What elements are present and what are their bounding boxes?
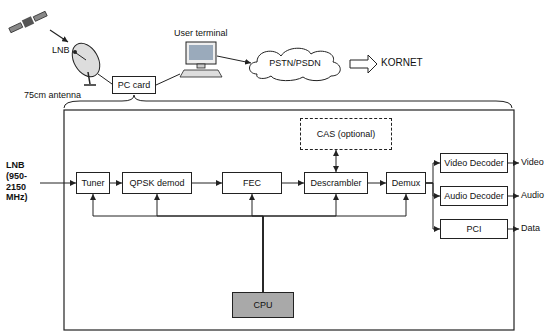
signal-name: LNB (950- 2150 MHz) bbox=[6, 160, 38, 203]
output-name: Data bbox=[521, 223, 540, 234]
downlink-arrow bbox=[50, 30, 68, 42]
input-arrow bbox=[40, 183, 76, 184]
connector bbox=[157, 194, 263, 292]
box-label: CPU bbox=[253, 300, 272, 310]
solar-panel bbox=[9, 23, 23, 33]
connector bbox=[368, 183, 386, 184]
output-arrow bbox=[508, 229, 519, 230]
box-label: Demux bbox=[392, 178, 421, 188]
process-box: FEC bbox=[222, 172, 282, 194]
process-box: Descrambler bbox=[304, 172, 368, 194]
box-label: PSTN/PSDN bbox=[269, 58, 321, 68]
lnb-feed bbox=[73, 50, 77, 54]
cloud-outline bbox=[250, 48, 341, 80]
connector bbox=[110, 183, 122, 184]
connector bbox=[192, 183, 222, 184]
process-box: PC card bbox=[112, 76, 156, 94]
pc-card-outline bbox=[64, 110, 514, 330]
box-label: QPSK demod bbox=[129, 178, 184, 188]
optional-box: CAS (optional) bbox=[300, 118, 392, 150]
process-box: Tuner bbox=[76, 172, 110, 194]
box-label: Tuner bbox=[81, 178, 104, 188]
process-box: QPSK demod bbox=[122, 172, 192, 194]
lnb-arm bbox=[76, 53, 86, 60]
process-box: Video Decoder bbox=[440, 153, 508, 173]
box-label: CAS (optional) bbox=[317, 129, 376, 139]
satellite-icon bbox=[8, 10, 48, 34]
network-name: KORNET bbox=[381, 57, 423, 69]
keyboard bbox=[180, 70, 222, 77]
box-label: Audio Decoder bbox=[444, 191, 504, 201]
cpu-box: CPU bbox=[232, 292, 294, 318]
connector bbox=[252, 194, 263, 292]
network-cloud: PSTN/PSDN bbox=[245, 44, 345, 82]
output-name: Video bbox=[521, 157, 544, 168]
box-label: PCI bbox=[466, 224, 481, 234]
output-name: Audio bbox=[521, 190, 544, 201]
connector bbox=[426, 163, 440, 183]
output-arrow bbox=[508, 163, 519, 164]
process-box: Audio Decoder bbox=[440, 186, 508, 206]
hollow-arrow bbox=[350, 55, 377, 73]
part-name: LNB bbox=[52, 45, 70, 56]
monitor-stand bbox=[197, 64, 205, 68]
connector bbox=[263, 194, 406, 292]
network-arrow bbox=[217, 56, 251, 63]
connector bbox=[263, 194, 336, 292]
cable bbox=[156, 74, 180, 85]
cable bbox=[98, 74, 112, 84]
satellite-body bbox=[22, 16, 34, 27]
monitor bbox=[186, 42, 216, 64]
process-box: Demux bbox=[386, 172, 426, 194]
process-box: PCI bbox=[440, 219, 508, 239]
connector bbox=[336, 150, 337, 172]
brace bbox=[64, 95, 512, 108]
part-name: 75cm antenna bbox=[24, 90, 81, 101]
connector bbox=[93, 194, 263, 292]
box-label: PC card bbox=[118, 80, 151, 90]
box-label: Descrambler bbox=[310, 178, 361, 188]
connector bbox=[282, 183, 304, 184]
dish-mast bbox=[88, 72, 90, 84]
box-label: FEC bbox=[243, 178, 261, 188]
solar-panel bbox=[33, 11, 47, 21]
part-name: User terminal bbox=[174, 28, 228, 39]
box-label: Video Decoder bbox=[444, 158, 503, 168]
dish-base bbox=[84, 84, 96, 86]
output-arrow bbox=[508, 196, 519, 197]
screen bbox=[189, 45, 213, 60]
connector bbox=[426, 183, 440, 229]
